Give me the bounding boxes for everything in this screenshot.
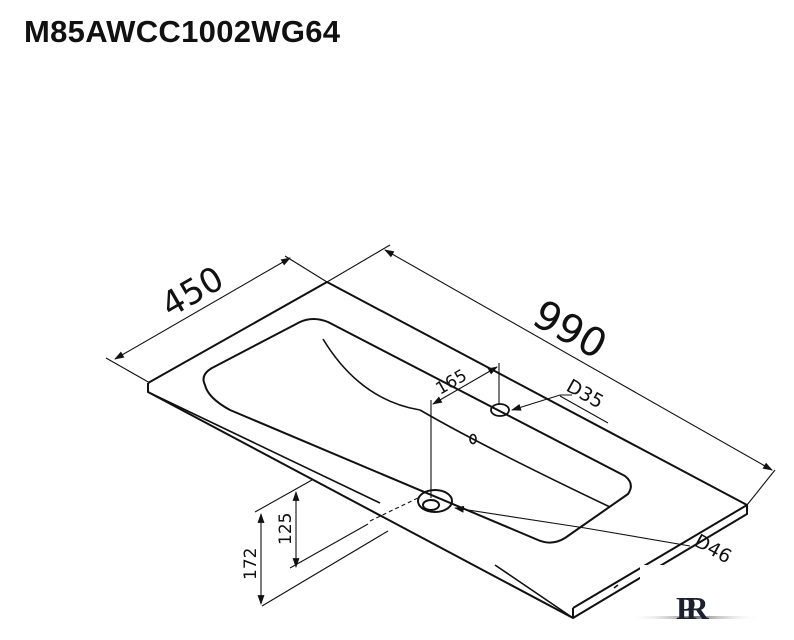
- dimension-lines: [105, 244, 776, 607]
- model-title: M85AWCC1002WG64: [24, 14, 341, 49]
- dim-tap-hole-label: D35: [563, 375, 608, 413]
- dim-width-label: 990: [525, 292, 614, 369]
- drain-hole-icon: [417, 489, 453, 513]
- tap-hole-icon: [490, 403, 510, 417]
- brand-logo-text: PR: [676, 590, 710, 626]
- dim-drain-hole-label: D46: [691, 530, 736, 568]
- dim-drain-height-label: 125: [276, 513, 296, 545]
- dim-depth-label: 450: [155, 259, 231, 326]
- dim-overall-height-label: 172: [241, 548, 261, 580]
- brand-logo: PR: [630, 590, 760, 626]
- lower-edge: [147, 391, 619, 619]
- dim-tap-offset-label: 165: [433, 366, 471, 400]
